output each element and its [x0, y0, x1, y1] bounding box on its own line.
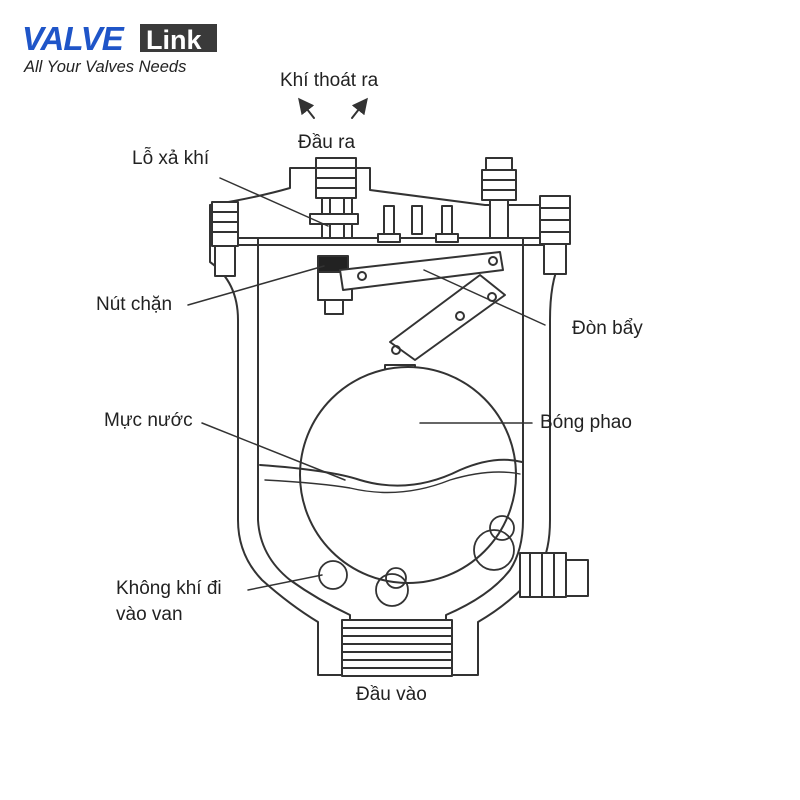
- label-stopper: Nút chặn: [96, 294, 173, 315]
- right-bolt: [539, 195, 571, 275]
- label-air-out: Khí thoát ra: [280, 70, 379, 91]
- label-air-in-line1: Không khí đi: [116, 578, 222, 599]
- cover-screws: [377, 205, 459, 243]
- label-outlet: Đầu ra: [298, 132, 356, 153]
- logo-valve-text: VALVE: [22, 22, 125, 54]
- top-plug: [481, 157, 517, 239]
- float-ball: [299, 366, 517, 584]
- outlet-nozzle: [309, 157, 359, 239]
- label-water-level: Mực nước: [104, 410, 193, 431]
- side-plug: [519, 552, 589, 598]
- label-air-in-line2: vào van: [116, 604, 183, 625]
- brand-logo: VALVE Link: [22, 20, 217, 59]
- logo-link-text: Link: [146, 25, 202, 54]
- water-level-line: [259, 458, 523, 487]
- label-vent-hole: Lỗ xả khí: [132, 148, 210, 169]
- lever-arm: [339, 251, 506, 384]
- air-out-arrow-left: [298, 97, 315, 119]
- left-bolt: [211, 201, 239, 277]
- label-lever: Đòn bẩy: [572, 318, 643, 339]
- brand-tagline: All Your Valves Needs: [24, 58, 187, 76]
- label-float-ball: Bóng phao: [540, 412, 632, 433]
- label-inlet: Đầu vào: [356, 684, 427, 705]
- air-out-arrow-right: [351, 97, 368, 119]
- logo-link-box: [140, 24, 217, 52]
- leader-lines: [187, 177, 546, 591]
- inlet-threads: [341, 619, 453, 677]
